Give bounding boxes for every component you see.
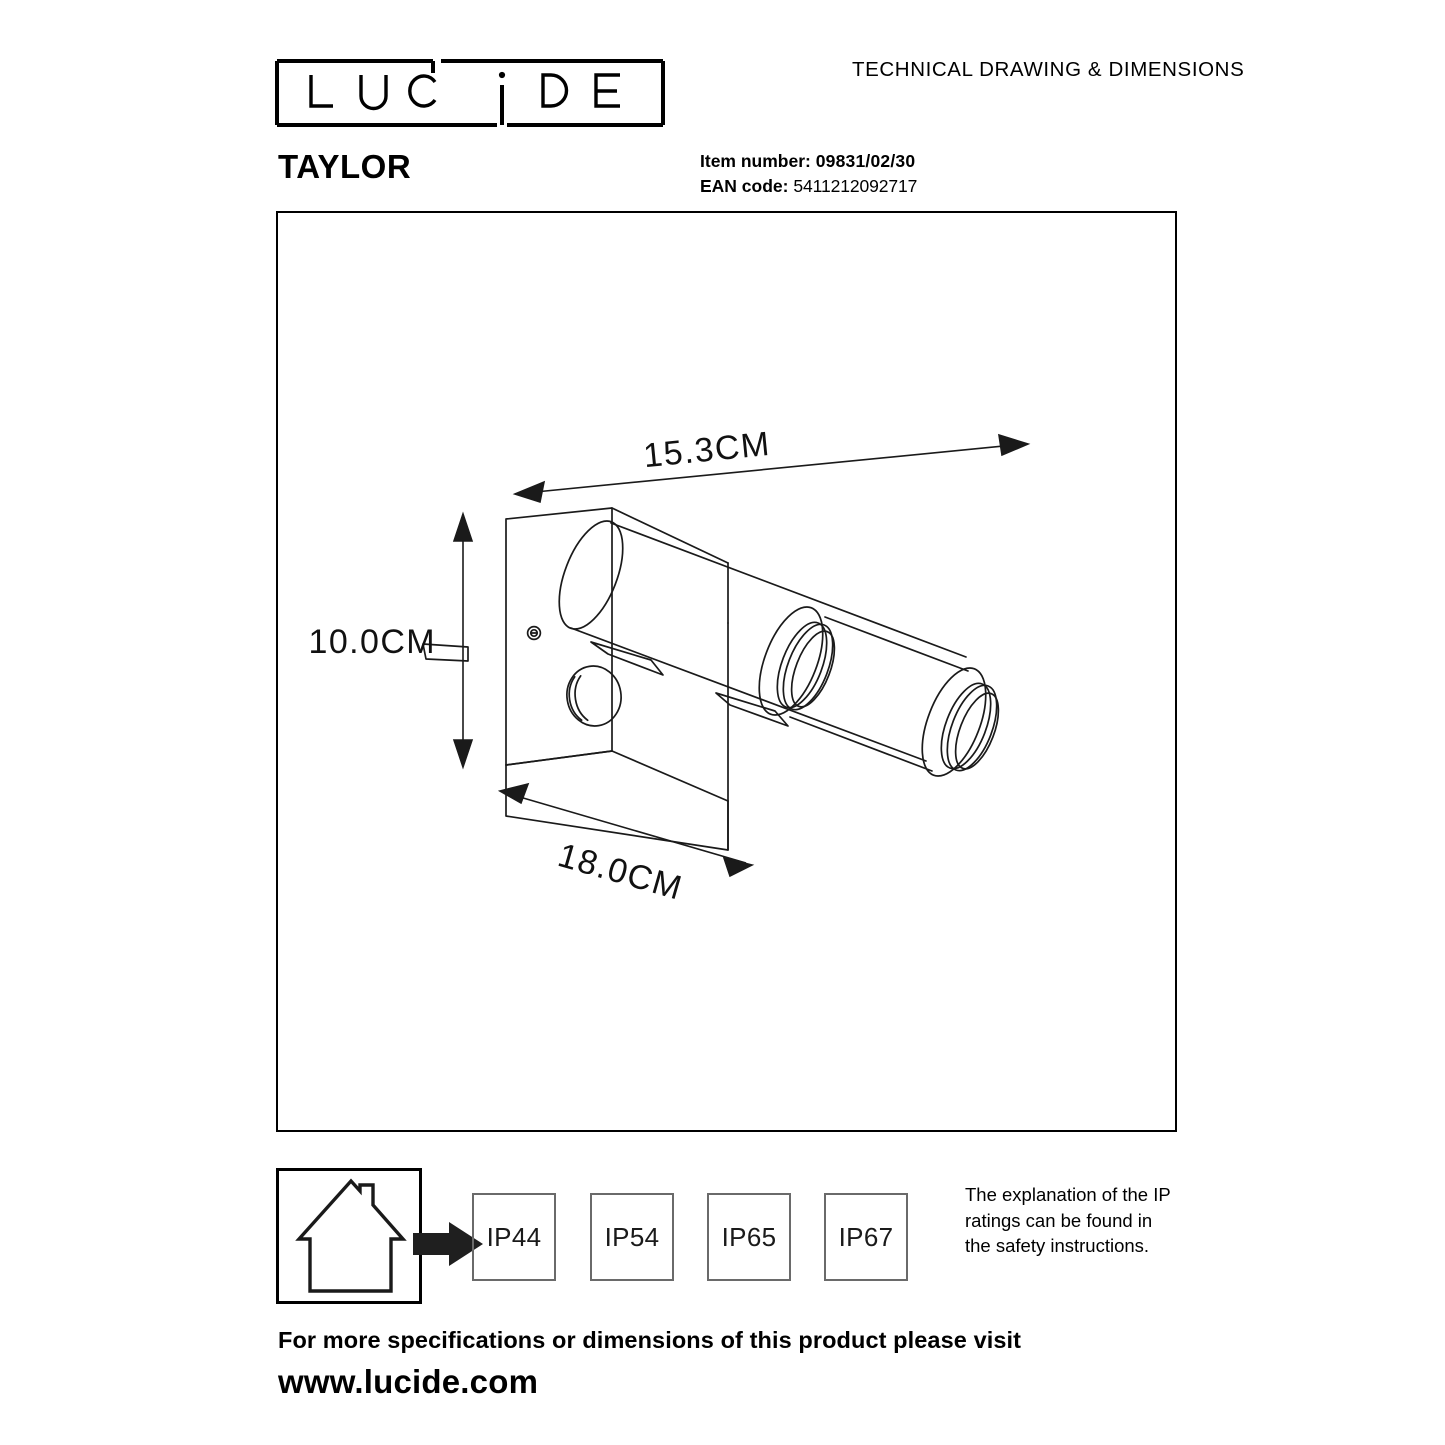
footer-website-link[interactable]: www.lucide.com — [278, 1363, 539, 1400]
ean-separator: : — [782, 176, 789, 196]
product-illustration — [422, 507, 1000, 851]
ip-rating-label: IP65 — [721, 1221, 777, 1252]
ip-rating-label: IP54 — [604, 1221, 660, 1252]
mounting-tabs — [590, 641, 789, 727]
dimension-height — [452, 511, 474, 770]
ip-rating-label: IP67 — [838, 1221, 894, 1252]
ip-rating-label: IP44 — [486, 1221, 542, 1252]
lamp-cylinder-body — [558, 520, 967, 762]
ip-rating-ip54: IP54 — [590, 1193, 674, 1281]
technical-drawing-caption: TECHNICAL DRAWING & DIMENSIONS — [852, 58, 1245, 81]
lamp-cylinder-body-2 — [789, 616, 969, 772]
screw-detail — [526, 625, 542, 641]
page-title: TAYLOR — [278, 148, 412, 185]
ip-rating-section: IP44 IP54 IP65 IP67 The explanation of t… — [276, 1168, 1181, 1308]
dimension-label-height: 10.0CM — [309, 623, 436, 661]
ip-rating-ip65: IP65 — [707, 1193, 791, 1281]
ean-label: EAN code — [700, 176, 783, 196]
dimension-label-depth: 15.3CM — [642, 425, 773, 475]
item-number-label: Item number: — [700, 151, 811, 171]
lucide-logo — [275, 55, 665, 133]
ean-row: EAN code: 5411212092717 — [700, 174, 917, 199]
indoor-outdoor-house-box — [276, 1168, 422, 1304]
item-number-row: Item number: 09831/02/30 — [700, 149, 917, 174]
house-icon — [295, 1178, 407, 1293]
technical-drawing-svg: 15.3CM 10.0CM 18.0CM — [309, 425, 1031, 908]
footer-text: For more specifications or dimensions of… — [278, 1327, 1022, 1353]
ip-rating-ip67: IP67 — [824, 1193, 908, 1281]
dimension-label-width: 18.0CM — [554, 836, 687, 908]
lucide-logo-svg — [275, 59, 665, 127]
ip-rating-note: The explanation of the IP ratings can be… — [965, 1184, 1171, 1256]
logo-i-dot — [498, 71, 506, 79]
dimension-depth — [512, 433, 1031, 504]
dimension-width — [497, 782, 755, 878]
page-footer: For more specifications or dimensions of… — [278, 1327, 1178, 1401]
item-number-value: 09831/02/30 — [815, 151, 916, 171]
ip-rating-ip44: IP44 — [472, 1193, 556, 1281]
item-metadata: Item number: 09831/02/30 EAN code: 54112… — [700, 149, 917, 199]
lamp-ring-1 — [758, 606, 836, 716]
motion-sensor — [566, 665, 622, 727]
lamp-ring-2 — [921, 667, 1000, 777]
page-header: TECHNICAL DRAWING & DIMENSIONS TAYLOR It… — [0, 0, 1445, 200]
technical-drawing-frame: 15.3CM 10.0CM 18.0CM — [276, 211, 1177, 1132]
ean-value: 5411212092717 — [793, 176, 918, 196]
arrow-right-icon — [413, 1222, 483, 1266]
